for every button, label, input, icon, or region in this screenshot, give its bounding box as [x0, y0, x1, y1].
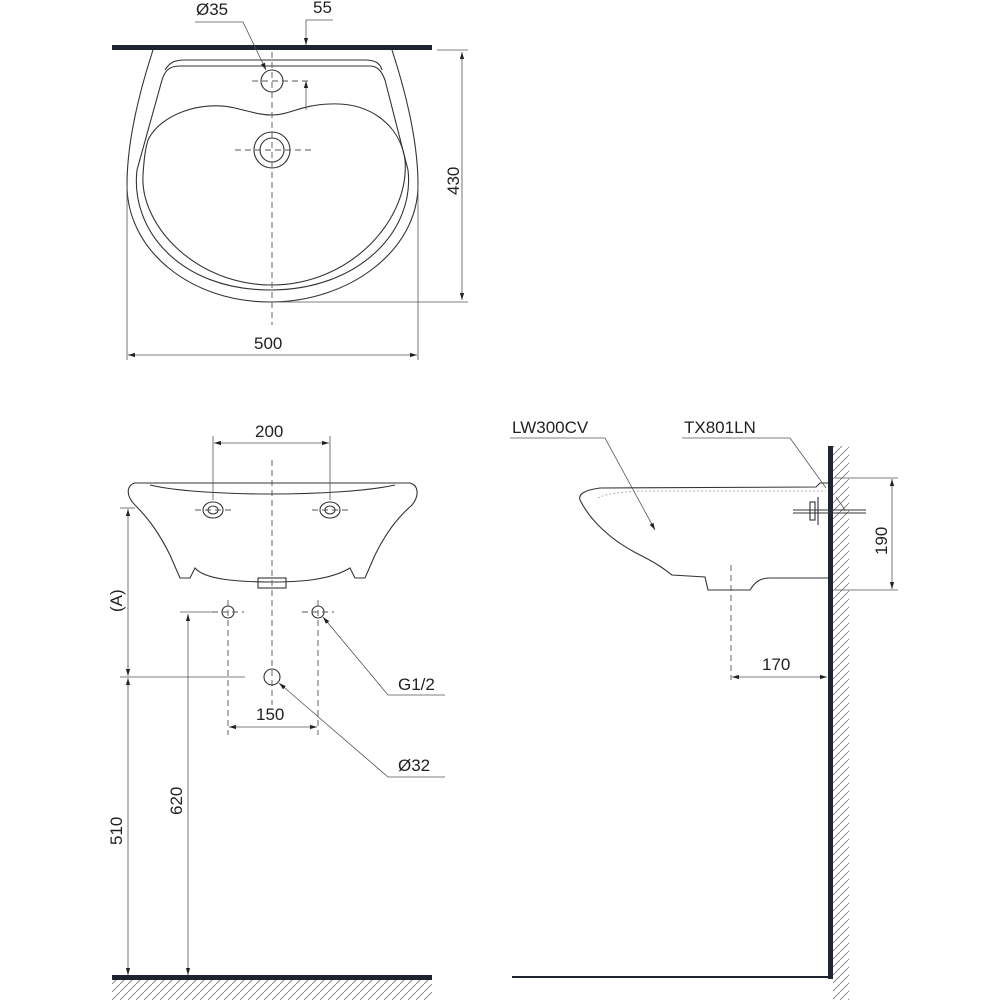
side-view: 190 170 LW300CV TX801LN: [510, 418, 898, 1000]
mounting-hole-left: [202, 501, 224, 519]
dim-height-a: (A): [107, 589, 126, 612]
mounting-hole-right: [319, 501, 341, 519]
label-basin: LW300CV: [512, 418, 589, 437]
bracket-leader: [682, 437, 827, 489]
dim-width: 500: [254, 334, 282, 353]
wall-side-view: [828, 446, 833, 979]
dim-depth: 430: [444, 167, 463, 195]
basin-front-rim: [149, 484, 396, 495]
floor-front-view: [112, 975, 432, 980]
dim-tap-hole: Ø35: [196, 0, 228, 19]
front-view: 200 (A) 510 620 150 G1/2 Ø32: [107, 422, 445, 1000]
floor-hatch: [112, 980, 432, 1000]
dim-height: 190: [872, 527, 891, 555]
basin-rim-inner: [135, 65, 410, 291]
dim-supply-height: 620: [167, 787, 186, 815]
tap-hole-leader: [195, 21, 267, 71]
drain-leader: [278, 682, 445, 778]
supply-leader: [322, 616, 445, 696]
dim-offset: 55: [313, 0, 332, 17]
label-drain: Ø32: [398, 756, 430, 775]
basin-rim-back: [164, 59, 383, 71]
top-view: Ø35 55 430 500: [112, 0, 468, 360]
offset-leader: [303, 19, 333, 45]
bracket-washer: [809, 501, 816, 521]
basin-side-inner: [597, 490, 826, 499]
dim-projection: 170: [762, 655, 790, 674]
dim-pipe-spacing: 150: [256, 705, 284, 724]
label-bracket: TX801LN: [684, 418, 756, 437]
dim-drain-height: 510: [107, 817, 126, 845]
basin-side-outline: [579, 482, 828, 591]
bracket-leader-tip: [835, 496, 846, 511]
wall-hatch: [833, 446, 849, 1000]
dim-bolt-spacing: 200: [255, 422, 283, 441]
drain-point: [263, 668, 281, 686]
label-supply: G1/2: [398, 675, 435, 694]
basin-leader: [510, 437, 656, 531]
basin-front-outline: [127, 482, 418, 583]
wall-top-view: [112, 45, 432, 50]
drain-outlet: [257, 577, 287, 589]
basin-bowl: [142, 103, 406, 286]
basin-outer-outline: [126, 49, 419, 303]
